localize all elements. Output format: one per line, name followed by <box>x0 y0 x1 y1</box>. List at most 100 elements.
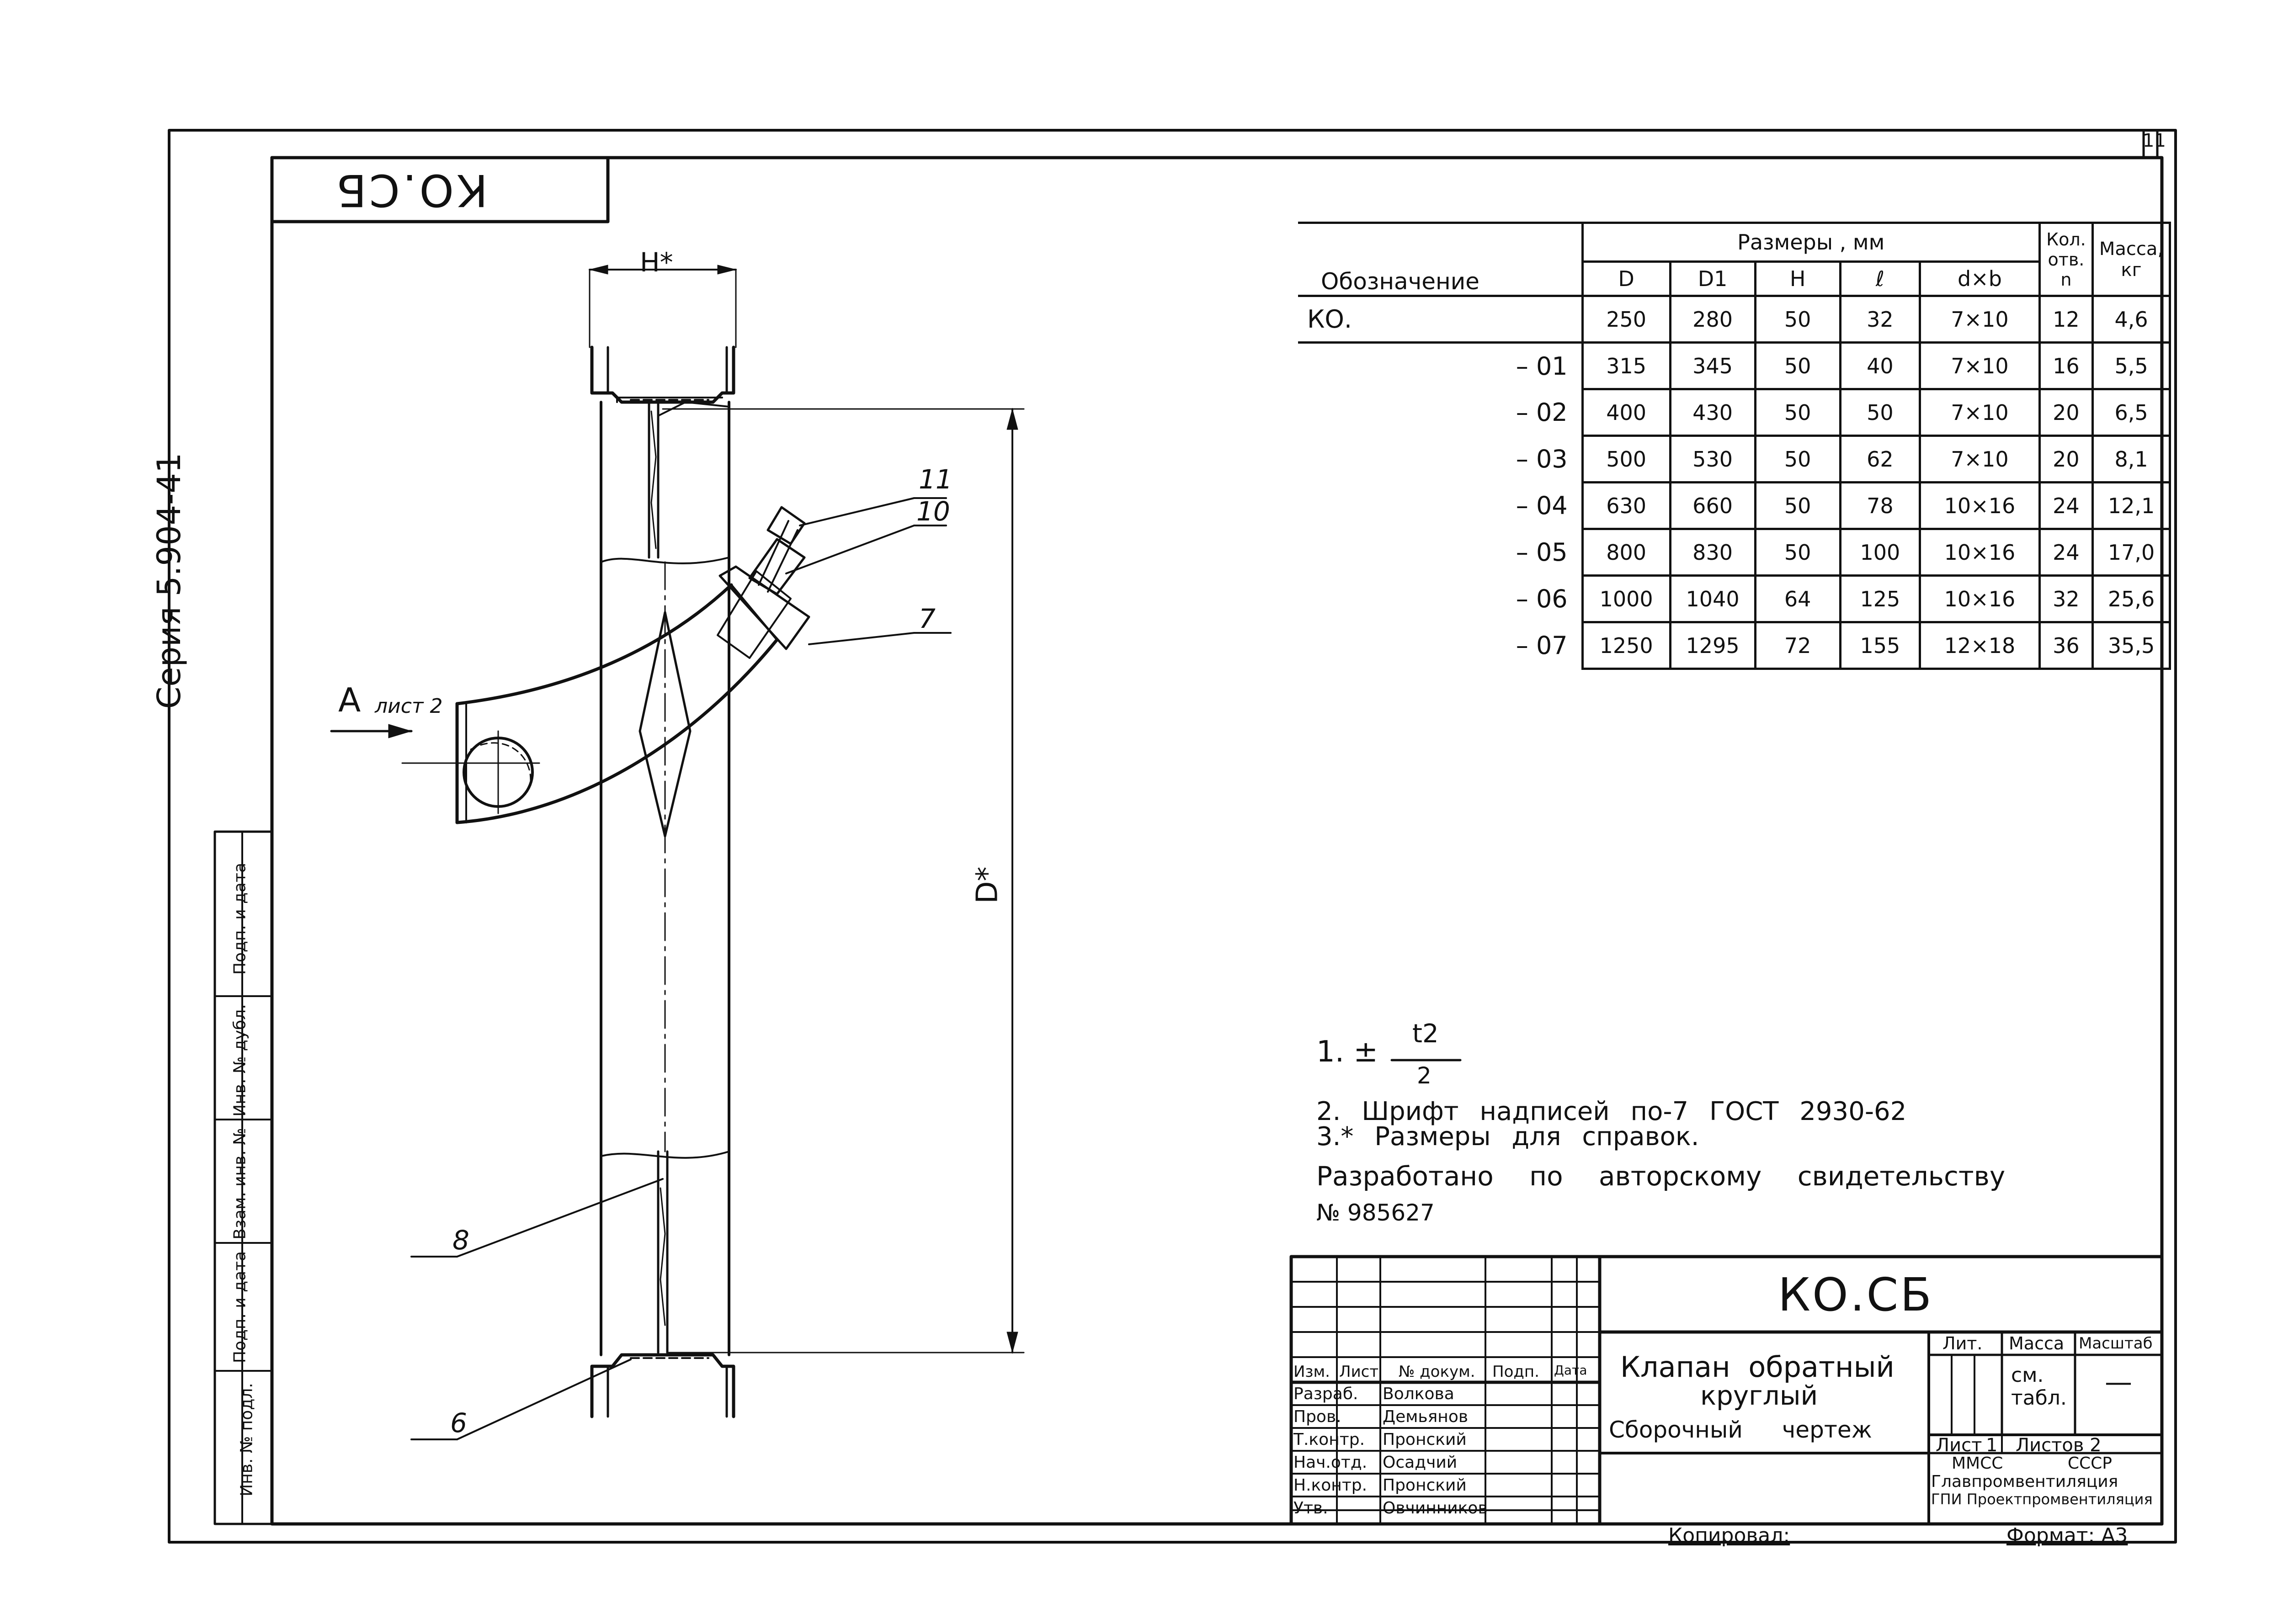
cell-h: 50 <box>1754 435 1841 483</box>
cell-qty: 16 <box>2038 341 2094 390</box>
cell-d1: 280 <box>1669 295 1756 344</box>
sheet-number: 11 <box>2143 130 2166 151</box>
cell-l: 50 <box>1839 388 1921 437</box>
note-5: № 985627 <box>1316 1199 1435 1226</box>
note-2: 2. Шрифт надписей по-7 ГОСТ 2930-62 <box>1316 1097 1907 1126</box>
tb-role: Утв. <box>1293 1499 1328 1518</box>
col-scale-title: Масштаб <box>2079 1334 2153 1353</box>
tb-head: Дата <box>1554 1363 1587 1378</box>
org-line-1: ММСС СССР <box>1952 1454 2112 1473</box>
callout-6: 6 <box>450 1407 467 1438</box>
note-4: Разработано по авторскому свидетельству <box>1316 1161 2006 1192</box>
dim-header: d×b <box>1919 260 2041 297</box>
cell-db: 7×10 <box>1919 435 2041 483</box>
cell-db: 7×10 <box>1919 295 2041 344</box>
title-line-1: Клапан обратный <box>1620 1350 1895 1384</box>
tb-name: Пронский <box>1383 1430 1467 1449</box>
side-stamp-label: Подп. и дата <box>230 862 250 975</box>
cell-h: 50 <box>1754 481 1841 530</box>
col-mass-title: Масса <box>2009 1333 2065 1353</box>
cell-d: 800 <box>1581 528 1671 577</box>
cell-db: 7×10 <box>1919 341 2041 390</box>
side-stamp-box <box>213 830 273 1525</box>
cell-mass: 6,5 <box>2091 388 2171 437</box>
side-stamp-label: Инв. № подл. <box>237 1383 256 1497</box>
callout-10: 10 <box>916 496 950 527</box>
cell-db: 12×18 <box>1919 621 2041 670</box>
top-stamp-box <box>270 156 610 223</box>
dim-header: D1 <box>1669 260 1756 297</box>
cell-h: 50 <box>1754 295 1841 344</box>
mass-value: см. табл. <box>2011 1364 2067 1410</box>
cell-l: 155 <box>1839 621 1921 670</box>
col-designation-header: Обозначение <box>1298 222 1584 297</box>
row-designation: – 05 <box>1298 529 1584 576</box>
tb-role: Н.контр. <box>1293 1476 1368 1495</box>
note-1-numerator: t2 <box>1412 1019 1439 1049</box>
sheet-value: 1 <box>1986 1435 1998 1456</box>
cell-d1: 430 <box>1669 388 1756 437</box>
cell-d: 400 <box>1581 388 1671 437</box>
tb-head: Лист <box>1339 1363 1379 1381</box>
title-block <box>1289 1255 2164 1526</box>
cell-db: 10×16 <box>1919 528 2041 577</box>
cell-l: 40 <box>1839 341 1921 390</box>
cell-d1: 1295 <box>1669 621 1756 670</box>
cell-db: 7×10 <box>1919 388 2041 437</box>
cell-h: 72 <box>1754 621 1841 670</box>
cell-mass: 4,6 <box>2091 295 2171 344</box>
cell-mass: 25,6 <box>2091 574 2171 623</box>
cell-d1: 345 <box>1669 341 1756 390</box>
row-designation: – 04 <box>1298 482 1584 529</box>
org-line-3: ГПИ Проектпромвентиляция <box>1931 1491 2153 1508</box>
cell-qty: 24 <box>2038 528 2094 577</box>
cell-d: 1250 <box>1581 621 1671 670</box>
col-qty-header: Кол. отв. n <box>2038 222 2094 297</box>
callout-11: 11 <box>919 464 953 495</box>
cell-db: 10×16 <box>1919 574 2041 623</box>
tb-name: Осадчий <box>1383 1453 1458 1472</box>
cell-d1: 1040 <box>1669 574 1756 623</box>
dimensions-group-header: Размеры , мм <box>1581 222 2041 263</box>
cell-mass: 17,0 <box>2091 528 2171 577</box>
row-designation: – 06 <box>1298 575 1584 622</box>
dimensions-table: Обозначение Размеры , мм Кол. отв. n Мас… <box>1298 222 2171 670</box>
tb-name: Пронский <box>1383 1476 1467 1495</box>
note-3: 3.* Размеры для справок. <box>1316 1122 1699 1152</box>
top-stamp-code: КО.СБ <box>334 165 488 216</box>
sheets-total: Листов 2 <box>2016 1435 2102 1456</box>
cell-h: 50 <box>1754 341 1841 390</box>
row-designation: – 03 <box>1298 435 1584 483</box>
col-lit-header: Лит. <box>1942 1333 1983 1353</box>
cell-qty: 32 <box>2038 574 2094 623</box>
dimension-d-label: D* <box>970 866 1005 904</box>
tb-role: Нач.отд. <box>1293 1453 1368 1472</box>
cell-qty: 20 <box>2038 435 2094 483</box>
cell-mass: 12,1 <box>2091 481 2171 530</box>
outer-frame <box>168 129 2177 1544</box>
view-a-letter: A <box>338 681 361 719</box>
copied-by: Копировал: <box>1668 1524 1790 1547</box>
side-stamp-label: Подп. и дата <box>230 1251 250 1364</box>
tb-role: Т.контр. <box>1293 1430 1365 1449</box>
cell-l: 125 <box>1839 574 1921 623</box>
dim-header: D <box>1581 260 1671 297</box>
cell-qty: 24 <box>2038 481 2094 530</box>
cell-h: 64 <box>1754 574 1841 623</box>
note-1-denominator: 2 <box>1417 1062 1432 1089</box>
tb-name: Демьянов <box>1383 1407 1469 1426</box>
row-designation: – 02 <box>1298 389 1584 436</box>
side-stamp-label: Взам. инв. № <box>230 1128 250 1240</box>
tb-role: Пров. <box>1293 1407 1341 1426</box>
dimension-h-label: H* <box>640 247 673 278</box>
format-label: Формат: А3 <box>2006 1524 2128 1547</box>
side-stamp-label: Инв. № дубл. <box>230 1004 250 1117</box>
scale-value: — <box>2105 1366 2132 1398</box>
title-line-2: круглый <box>1700 1380 1818 1411</box>
